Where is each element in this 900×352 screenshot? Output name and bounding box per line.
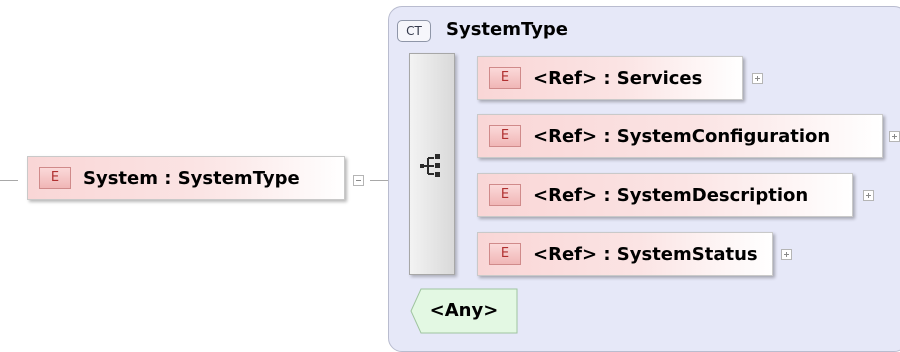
child-element-systemdescription[interactable]: E <Ref> : SystemDescription — [477, 173, 853, 217]
root-element-label: System : SystemType — [83, 167, 300, 189]
child-element-label: <Ref> : SystemDescription — [533, 184, 809, 206]
child-element-label: <Ref> : Services — [533, 67, 703, 89]
root-element-system[interactable]: E System : SystemType — [27, 156, 345, 200]
any-wildcard-label: <Any> — [429, 300, 499, 321]
root-incoming-connector — [0, 180, 18, 181]
child-element-services[interactable]: E <Ref> : Services — [477, 56, 743, 100]
child-element-systemconfiguration[interactable]: E <Ref> : SystemConfiguration — [477, 114, 883, 158]
sequence-compositor[interactable] — [409, 53, 455, 275]
collapse-icon[interactable] — [353, 175, 364, 186]
element-badge-icon: E — [489, 125, 521, 147]
expand-icon[interactable] — [781, 249, 792, 260]
any-wildcard[interactable] — [409, 288, 519, 334]
element-badge-icon: E — [489, 243, 521, 265]
expand-icon[interactable] — [863, 190, 874, 201]
expand-icon[interactable] — [752, 73, 763, 84]
sequence-branch-icon — [420, 154, 440, 177]
complex-type-title: SystemType — [446, 19, 568, 40]
element-badge-icon: E — [39, 167, 71, 189]
child-element-systemstatus[interactable]: E <Ref> : SystemStatus — [477, 232, 773, 276]
expand-icon[interactable] — [889, 131, 900, 142]
element-badge-icon: E — [489, 184, 521, 206]
child-element-label: <Ref> : SystemStatus — [533, 243, 758, 265]
element-badge-icon: E — [489, 67, 521, 89]
complex-type-badge-icon: CT — [397, 20, 431, 42]
child-element-label: <Ref> : SystemConfiguration — [533, 125, 831, 147]
